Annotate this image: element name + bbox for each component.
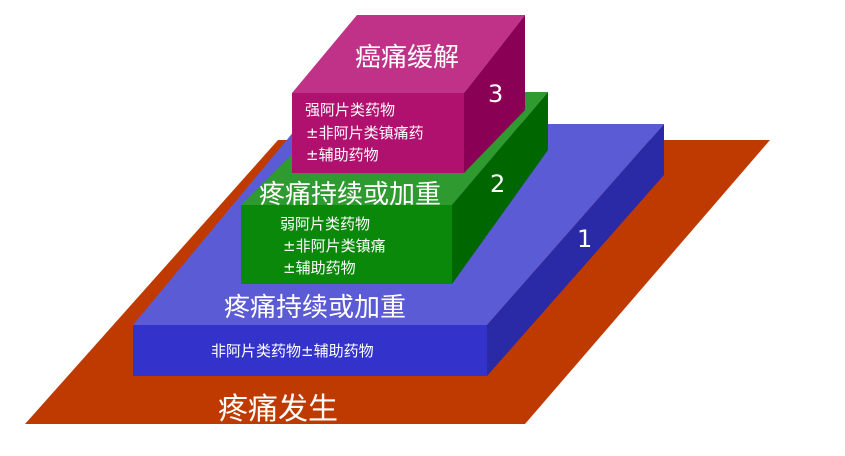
step2-title: 疼痛持续或加重 <box>259 180 442 210</box>
step3-title: 癌痛缓解 <box>355 43 460 73</box>
step1-number: 1 <box>577 225 593 253</box>
step2-number: 2 <box>490 170 506 198</box>
step3-side <box>464 15 525 173</box>
step2-drug-3: ±辅助药物 <box>283 259 356 277</box>
base-label: 疼痛发生 <box>218 392 338 427</box>
step1-title: 疼痛持续或加重 <box>224 293 407 323</box>
step2-drug-1: 弱阿片类药物 <box>280 215 371 233</box>
step3-front <box>292 93 464 173</box>
step3-drug-2: ±非阿片类镇痛药 <box>306 124 424 142</box>
step1-drugs: 非阿片类药物±辅助药物 <box>211 342 374 360</box>
step1-front <box>133 325 487 376</box>
step2-drug-2: ±非阿片类镇痛 <box>283 237 386 255</box>
step1-side <box>487 124 664 376</box>
step2-side <box>452 92 548 284</box>
step2-front <box>241 205 452 284</box>
step3-number: 3 <box>488 80 504 108</box>
step3-top <box>292 15 525 93</box>
step3-drug-1: 强阿片类药物 <box>305 101 396 119</box>
step3-drug-3: ±辅助药物 <box>306 146 379 164</box>
